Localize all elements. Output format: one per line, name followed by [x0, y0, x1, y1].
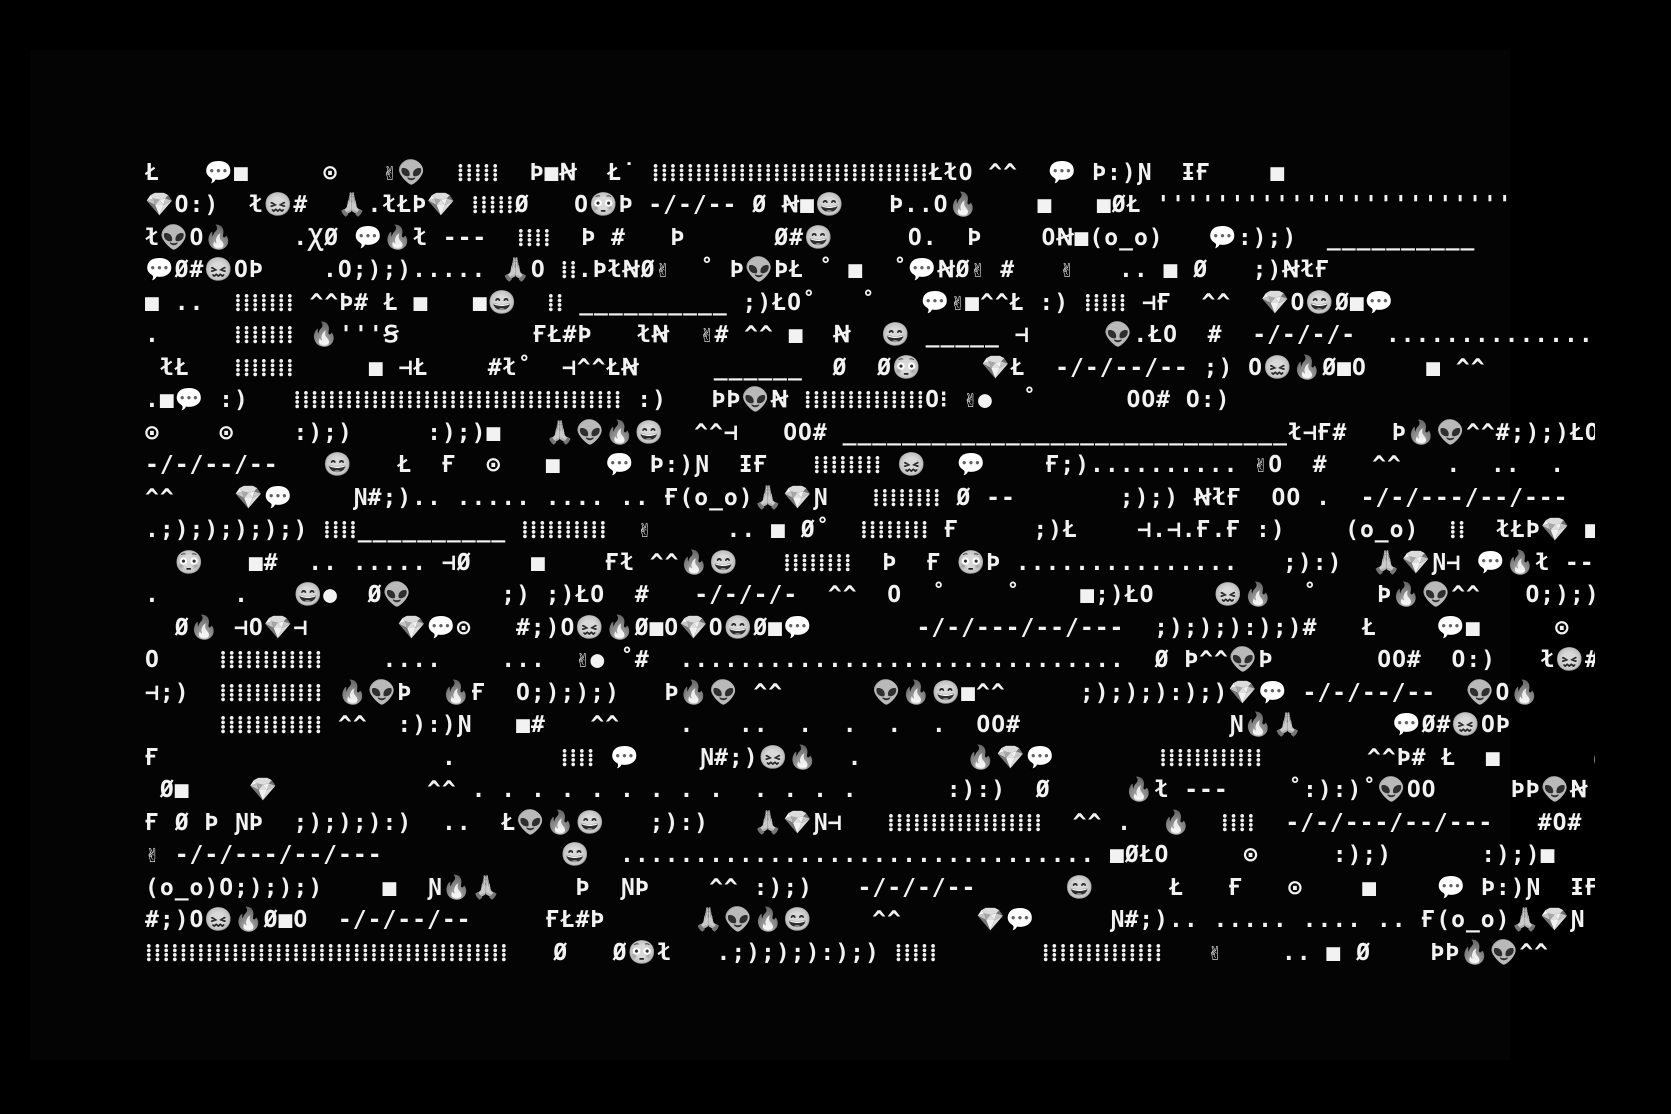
artwork-frame: Ł 💬■ ⊙ ✌👽 ⁞⁞⁞⁞⁞ Þ■Ꞥ Ł˙ ⁞⁞⁞⁞⁞⁞⁞⁞⁞⁞⁞⁞⁞⁞⁞⁞⁞… — [30, 50, 1595, 1060]
glyph-line: #;)O😖🔥Ø■O -/-/--/-- ҒŁ#Þ 🙏👽🔥😄 ^^ 💎💬 Ɲ#;)… — [145, 907, 1585, 933]
glyph-line: .;););););) ⁞⁞⁞⁞__________ ⁞⁞⁞⁞⁞⁞⁞⁞⁞⁞ ✌ … — [145, 517, 1595, 543]
glyph-line: -/-/--/-- 😄 Ł Ғ ⊙ ■ 💬 Þ:)Ɲ ƗҒ ⁞⁞⁞⁞⁞⁞⁞⁞ 😖… — [145, 452, 1595, 478]
glyph-text-block: Ł 💬■ ⊙ ✌👽 ⁞⁞⁞⁞⁞ Þ■Ꞥ Ł˙ ⁞⁞⁞⁞⁞⁞⁞⁞⁞⁞⁞⁞⁞⁞⁞⁞⁞… — [145, 158, 1595, 998]
glyph-line: ⁞⁞⁞⁞⁞⁞⁞⁞⁞⁞⁞⁞ ^^ :):)Ɲ ■# ^^ . .. . . . .… — [145, 712, 1595, 738]
glyph-line: Ғ Ø Þ ƝÞ ;););):) .. Ł👽🔥😄 ;):) 🙏💎Ɲ⊣ ⁞⁞⁞⁞… — [145, 810, 1595, 836]
glyph-line: łŁ ⁞⁞⁞⁞⁞⁞⁞ ■ ⊣Ł #ł˚ ⊣^^ŁꞤ ______ Ø Ø😳 💎Ł… — [145, 355, 1486, 381]
glyph-line: (o_o)O;););) ■ Ɲ🔥🙏 Þ ƝÞ ^^ :);) -/-/-/--… — [145, 875, 1595, 901]
glyph-line: Ғ . ⁞⁞⁞⁞ 💬 Ɲ#;)😖🔥 . 🔥💎💬 ⁞⁞⁞⁞⁞⁞⁞⁞⁞⁞⁞⁞ ^^Þ… — [145, 745, 1595, 771]
glyph-line: 💬Ø#😖OÞ .O;);)..... 🙏O ⁞⁞.ÞłꞤØ✌ ˚ Þ👽ÞŁ ˚ … — [145, 257, 1331, 283]
glyph-line: ✌ -/-/---/--/--- 😄 .....................… — [145, 842, 1556, 868]
glyph-line: Ø■ 💎 ^^ . . . . . . . . . . . . . :):) Ø… — [145, 777, 1595, 803]
glyph-line: . ⁞⁞⁞⁞⁞⁞⁞ 🔥'''Ꞩ ҒŁ#Þ łꞤ ✌# ^^ ■ Ꞥ 😄 ____… — [145, 322, 1595, 348]
glyph-line: . . 😄● Ø👽 ;) ;)ŁO # -/-/-/- ^^ O ˚ ˚ ■;)… — [145, 582, 1595, 608]
glyph-line: ⁞⁞⁞⁞⁞⁞⁞⁞⁞⁞⁞⁞⁞⁞⁞⁞⁞⁞⁞⁞⁞⁞⁞⁞⁞⁞⁞⁞⁞⁞⁞⁞⁞⁞⁞⁞⁞⁞⁞⁞… — [145, 940, 1550, 966]
glyph-line: ⊙ ⊙ :);) :);)■ 🙏👽🔥😄 ^^⊣ OO# ____________… — [145, 420, 1595, 446]
glyph-line: O ⁞⁞⁞⁞⁞⁞⁞⁞⁞⁞⁞⁞ .... ... ✌● ˚# ..........… — [145, 647, 1595, 673]
glyph-line: ł👽O🔥 .ꞳØ 💬🔥ł --- ⁞⁞⁞⁞ Þ # Þ Ø#😄 O. Þ OꞤ■… — [145, 225, 1476, 251]
glyph-line: .■💬 :) ⁞⁞⁞⁞⁞⁞⁞⁞⁞⁞⁞⁞⁞⁞⁞⁞⁞⁞⁞⁞⁞⁞⁞⁞⁞⁞⁞⁞⁞⁞⁞⁞⁞… — [145, 387, 1231, 413]
glyph-line: ⊣;) ⁞⁞⁞⁞⁞⁞⁞⁞⁞⁞⁞⁞ 🔥👽Þ 🔥Ғ O;););) Þ🔥👽 ^^ 👽… — [145, 680, 1595, 706]
glyph-line: 💎O:) ł😖# 🙏.łŁÞ💎 ⁞⁞⁞⁞⁞Ø O😳Þ -/-/-- Ø Ꞥ■😄 … — [145, 192, 1513, 218]
glyph-line: ^^ 💎💬 Ɲ#;).. ..... .... .. Ғ(o_o)🙏💎Ɲ ⁞⁞⁞… — [145, 485, 1595, 511]
glyph-line: 😳 ■# .. ..... ⊣Ø ■ Ғł ^^🔥😄 ⁞⁞⁞⁞⁞⁞⁞⁞ Þ Ғ … — [145, 550, 1595, 576]
glyph-line: Ø🔥 ⊣O💎⊣ 💎💬⊙ #;)O😖🔥Ø■O💎O😄Ø■💬 -/-/---/--/-… — [145, 615, 1570, 641]
glyph-line: ■ .. ⁞⁞⁞⁞⁞⁞⁞ ^^Þ# Ł ■ ■😄 ⁞⁞ __________ ;… — [145, 290, 1395, 316]
glyph-line: Ł 💬■ ⊙ ✌👽 ⁞⁞⁞⁞⁞ Þ■Ꞥ Ł˙ ⁞⁞⁞⁞⁞⁞⁞⁞⁞⁞⁞⁞⁞⁞⁞⁞⁞… — [145, 160, 1286, 186]
